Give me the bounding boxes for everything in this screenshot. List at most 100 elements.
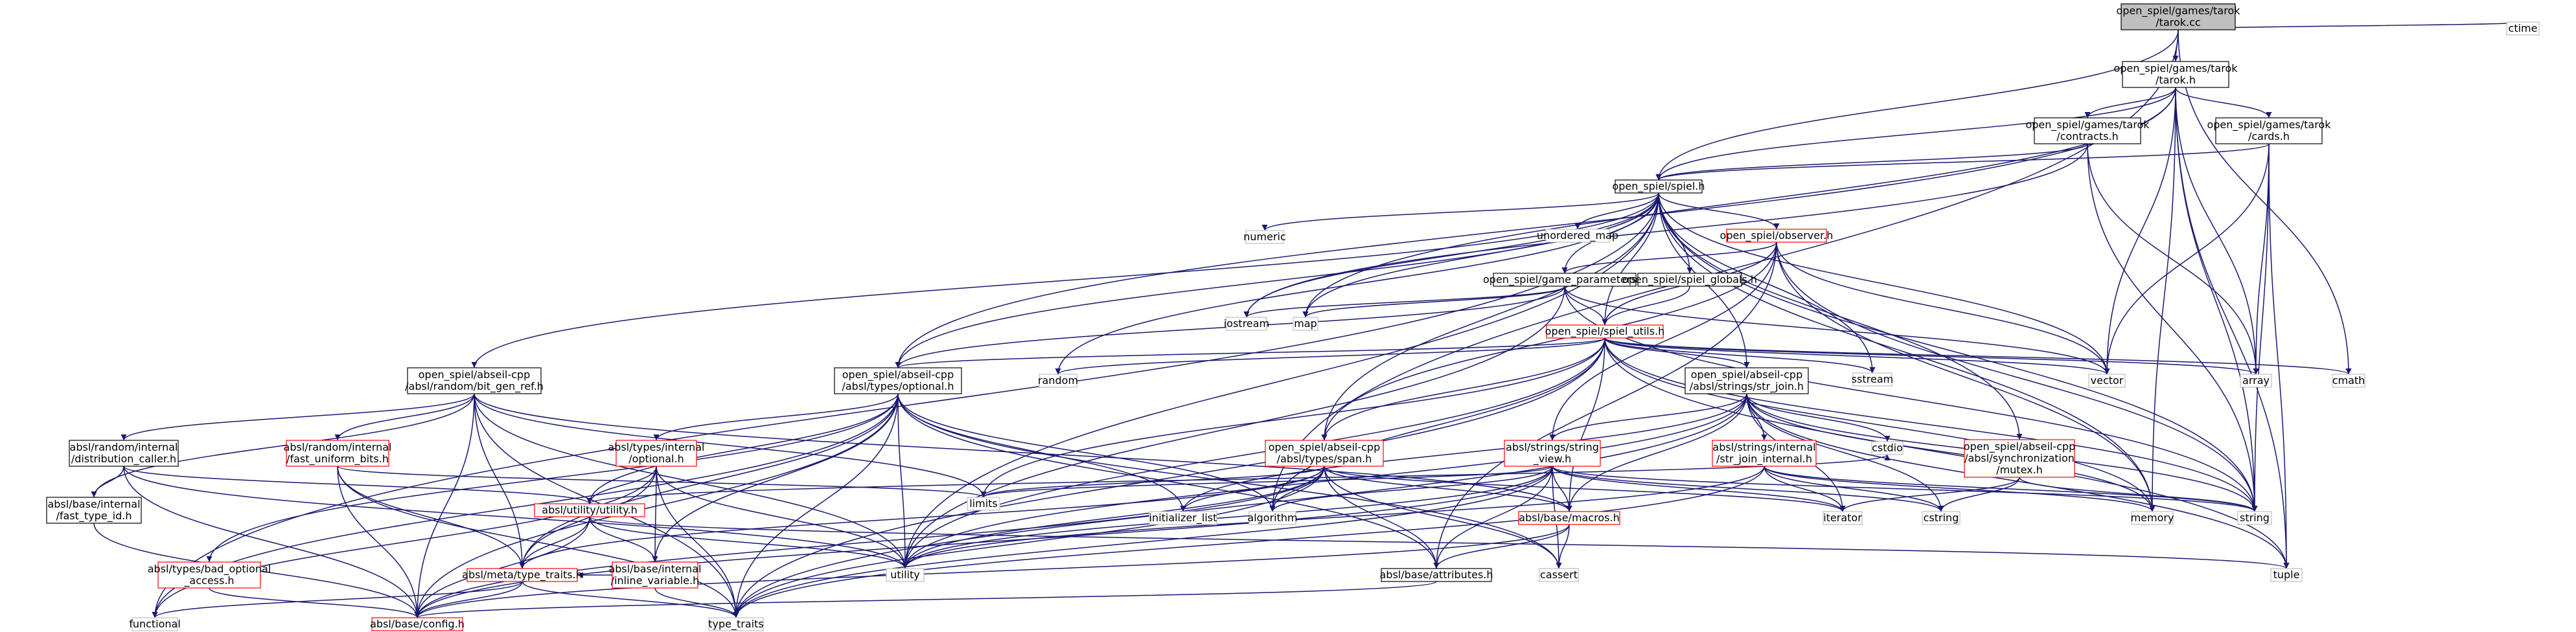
node-label-str_join_h-1: /absl/strings/str_join.h xyxy=(1690,380,1804,393)
node-box-spiel_globals_h xyxy=(1637,273,1742,287)
node-contracts_h[interactable]: open_spiel/games/tarok/contracts.h xyxy=(2025,117,2150,144)
node-label-utility_h-0: absl/utility/utility.h xyxy=(542,504,637,516)
node-label-spiel_utils_h-0: open_spiel/spiel_utils.h xyxy=(1545,325,1665,338)
node-ctime[interactable]: ctime xyxy=(2506,21,2540,36)
node-vector[interactable]: vector xyxy=(2088,374,2126,388)
edge-distribution_caller_h-to-fast_type_id_h xyxy=(91,466,124,498)
node-utility[interactable]: utility xyxy=(886,568,925,582)
node-mutex_h[interactable]: open_spiel/abseil-cpp/absl/synchronizati… xyxy=(1964,439,2075,478)
node-cstdio[interactable]: cstdio xyxy=(1871,441,1903,455)
node-label-memory-0: memory xyxy=(2131,512,2174,524)
node-observer_h[interactable]: open_spiel/observer.h xyxy=(1720,229,1834,243)
node-label-bit_gen_ref_h-0: open_spiel/abseil-cpp xyxy=(419,368,530,381)
node-bad_optional_access_h[interactable]: absl/types/bad_optional_access.h xyxy=(148,561,271,589)
node-fast_uniform_bits_h[interactable]: absl/random/internal/fast_uniform_bits.h xyxy=(284,440,392,467)
node-label-type_traits-0: type_traits xyxy=(708,618,763,631)
node-label-algorithm-0: algorithm xyxy=(1247,512,1297,524)
node-box-cstring xyxy=(1922,511,1961,525)
node-box-limits xyxy=(967,497,1000,511)
node-str_join_internal_h[interactable]: absl/strings/internal/str_join_internal.… xyxy=(1712,440,1817,467)
node-unordered_map[interactable]: unordered_map xyxy=(1537,229,1618,243)
node-label-string-0: string xyxy=(2240,512,2270,524)
node-spiel_h[interactable]: open_spiel/spiel.h xyxy=(1613,179,1705,194)
node-optional_h[interactable]: open_spiel/abseil-cpp/absl/types/optiona… xyxy=(834,367,962,394)
node-utility_h[interactable]: absl/utility/utility.h xyxy=(534,503,645,517)
node-macros_h[interactable]: absl/base/macros.h xyxy=(1518,511,1620,525)
node-limits[interactable]: limits xyxy=(967,497,1000,511)
node-box-spiel_utils_h xyxy=(1546,324,1664,339)
node-iostream[interactable]: iostream xyxy=(1224,317,1269,331)
edge-observer_h-to-vector xyxy=(1776,242,2110,375)
edge-bit_gen_ref_h-to-distribution_caller_h xyxy=(121,393,475,441)
edge-string_view_h-to-string xyxy=(1552,466,2258,512)
edge-spiel_utils_h-to-array xyxy=(1604,337,2259,375)
node-box-config_h xyxy=(371,617,463,631)
node-type_traits_h[interactable]: absl/meta/type_traits.h xyxy=(462,568,582,582)
node-box-bad_optional_access_h xyxy=(157,561,261,589)
node-distribution_caller_h[interactable]: absl/random/internal/distribution_caller… xyxy=(69,440,179,467)
node-attributes_h[interactable]: absl/base/attributes.h xyxy=(1379,568,1493,582)
edge-spiel_utils_h-to-utility xyxy=(902,337,1605,569)
node-memory[interactable]: memory xyxy=(2131,511,2174,525)
node-string_view_h[interactable]: absl/strings/string_view.h xyxy=(1504,440,1601,467)
node-game_parameters_h[interactable]: open_spiel/game_parameters.h xyxy=(1483,273,1646,287)
edge-str_join_internal_h-to-iterator xyxy=(1764,466,1846,512)
edge-macros_h-to-cassert xyxy=(1556,524,1570,569)
node-label-contracts_h-0: open_spiel/games/tarok xyxy=(2025,119,2150,131)
node-fast_type_id_h[interactable]: absl/base/internal/fast_type_id.h xyxy=(46,497,142,524)
edge-game_parameters_h-to-string xyxy=(1564,286,2258,512)
node-str_join_h[interactable]: open_spiel/abseil-cpp/absl/strings/str_j… xyxy=(1685,367,1809,394)
node-random[interactable]: random xyxy=(1038,374,1078,388)
node-label-optional_h-0: open_spiel/abseil-cpp xyxy=(842,368,954,381)
edge-tarok_h-to-contracts_h xyxy=(2084,87,2176,119)
node-sstream[interactable]: sstream xyxy=(1852,372,1893,387)
node-cassert[interactable]: cassert xyxy=(1539,568,1579,582)
node-box-map xyxy=(1293,317,1318,331)
node-spiel_utils_h[interactable]: open_spiel/spiel_utils.h xyxy=(1545,324,1665,339)
node-bit_gen_ref_h[interactable]: open_spiel/abseil-cpp/absl/random/bit_ge… xyxy=(405,367,544,394)
edge-str_join_h-to-string_view_h xyxy=(1549,393,1747,441)
edge-type_traits_h-to-functional xyxy=(152,581,523,618)
edge-attributes_h-to-config_h xyxy=(415,581,1437,618)
edge-cards_h-to-tuple xyxy=(2268,143,2290,569)
edge-observer_h-to-string_view_h xyxy=(1549,242,1777,441)
node-label-map-0: map xyxy=(1294,317,1317,330)
node-config_h[interactable]: absl/base/config.h xyxy=(370,617,465,631)
node-box-bit_gen_ref_h xyxy=(407,367,542,394)
edge-optional_h-to-bad_optional_access_h xyxy=(206,393,899,563)
node-tuple[interactable]: tuple xyxy=(2270,568,2303,582)
node-iterator[interactable]: iterator xyxy=(1823,511,1863,525)
node-spiel_globals_h[interactable]: open_spiel/spiel_globals.h xyxy=(1622,273,1757,287)
node-box-cards_h xyxy=(2215,117,2323,144)
node-numeric[interactable]: numeric xyxy=(1243,230,1286,244)
edge-types_internal_optional_h-to-utility xyxy=(656,466,908,569)
edge-bit_gen_ref_h-to-utility xyxy=(474,393,908,569)
node-functional[interactable]: functional xyxy=(129,617,181,631)
node-label-macros_h-0: absl/base/macros.h xyxy=(1519,512,1619,524)
edge-observer_h-to-memory xyxy=(1776,242,2156,512)
node-type_traits[interactable]: type_traits xyxy=(708,617,764,631)
node-cards_h[interactable]: open_spiel/games/tarok/cards.h xyxy=(2207,117,2331,144)
edge-spiel_h-to-utility xyxy=(902,192,1659,569)
node-box-game_parameters_h xyxy=(1493,273,1637,287)
node-algorithm[interactable]: algorithm xyxy=(1247,511,1298,525)
node-cmath[interactable]: cmath xyxy=(2332,374,2365,388)
node-inline_variable_h[interactable]: absl/base/internal/inline_variable.h xyxy=(608,561,702,589)
edge-spiel_utils_h-to-sstream xyxy=(1604,337,1876,374)
node-array[interactable]: array xyxy=(2240,374,2272,388)
node-initializer_list[interactable]: initializer_list xyxy=(1149,511,1217,525)
node-cstring[interactable]: cstring xyxy=(1922,511,1961,525)
node-label-cards_h-0: open_spiel/games/tarok xyxy=(2207,119,2331,131)
node-box-random xyxy=(1039,374,1077,388)
edge-str_join_internal_h-to-cstring xyxy=(1764,466,1944,512)
node-tarok_h[interactable]: open_spiel/games/tarok/tarok.h xyxy=(2113,61,2238,88)
edge-tarok_h-to-string xyxy=(2175,87,2258,512)
node-types_internal_optional_h[interactable]: absl/types/internal/optional.h xyxy=(608,440,705,467)
node-map[interactable]: map xyxy=(1293,317,1318,331)
node-box-span_h xyxy=(1265,440,1384,467)
node-span_h[interactable]: open_spiel/abseil-cpp/absl/types/span.h xyxy=(1265,440,1384,467)
node-label-cstdio-0: cstdio xyxy=(1872,442,1903,454)
edge-types_internal_optional_h-to-utility_h xyxy=(586,466,657,504)
node-string[interactable]: string xyxy=(2237,511,2272,525)
node-tarok_cc[interactable]: open_spiel/games/tarok/tarok.cc xyxy=(2116,3,2240,30)
